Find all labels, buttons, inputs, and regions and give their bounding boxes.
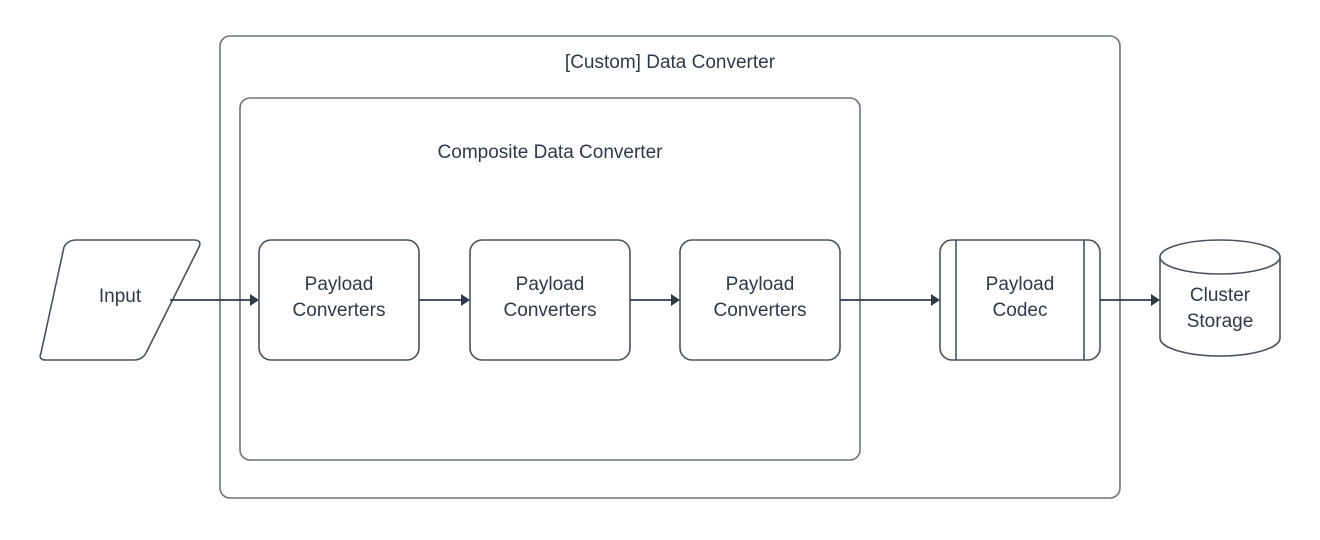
cluster-storage-body[interactable]: [1159, 256, 1281, 357]
cluster-storage-label-line1: Cluster: [1190, 285, 1251, 306]
payload-codec-label-line1: Payload: [986, 274, 1055, 295]
payload-converters-1-label-line2: Converters: [293, 300, 386, 321]
container-custom-data-converter[interactable]: [Custom] Data Converter: [219, 35, 1121, 499]
payload-converters-3-label-line2: Converters: [714, 300, 807, 321]
edge-input-to-pc1: [170, 294, 259, 306]
edge-pc2-to-pc3-arrowhead: [671, 294, 680, 306]
edge-codec-to-storage-arrowhead: [1151, 294, 1160, 306]
container-composite-data-converter-box[interactable]: [239, 97, 861, 461]
payload-converters-2-label-line1: Payload: [516, 274, 585, 295]
container-custom-data-converter-label: [Custom] Data Converter: [565, 52, 776, 73]
edge-pc3-to-codec-arrowhead: [931, 294, 940, 306]
edge-pc2-to-pc3: [630, 294, 680, 306]
cluster-storage-top: [1159, 239, 1281, 275]
node-payload-codec[interactable]: Payload Codec: [939, 239, 1101, 361]
input-shape[interactable]: [39, 239, 201, 361]
payload-converters-1-label-line1: Payload: [305, 274, 374, 295]
payload-converters-2-label-line2: Converters: [504, 300, 597, 321]
node-input[interactable]: Input: [39, 239, 201, 361]
container-composite-data-converter[interactable]: Composite Data Converter: [239, 97, 861, 461]
node-payload-converters-3[interactable]: Payload Converters: [679, 239, 841, 361]
node-payload-converters-2[interactable]: Payload Converters: [469, 239, 631, 361]
container-composite-data-converter-label: Composite Data Converter: [438, 142, 664, 163]
container-custom-data-converter-box[interactable]: [219, 35, 1121, 499]
cluster-storage-label-line2: Storage: [1187, 311, 1254, 332]
edge-pc1-to-pc2: [419, 294, 470, 306]
node-cluster-storage[interactable]: Cluster Storage: [1159, 239, 1281, 357]
edge-input-to-pc1-arrowhead: [250, 294, 259, 306]
edge-pc3-to-codec: [840, 294, 940, 306]
payload-codec-label-line2: Codec: [993, 300, 1048, 321]
edge-codec-to-storage: [1100, 294, 1160, 306]
node-payload-converters-1[interactable]: Payload Converters: [258, 239, 420, 361]
input-label: Input: [99, 286, 142, 307]
payload-converters-3-label-line1: Payload: [726, 274, 795, 295]
edge-pc1-to-pc2-arrowhead: [461, 294, 470, 306]
